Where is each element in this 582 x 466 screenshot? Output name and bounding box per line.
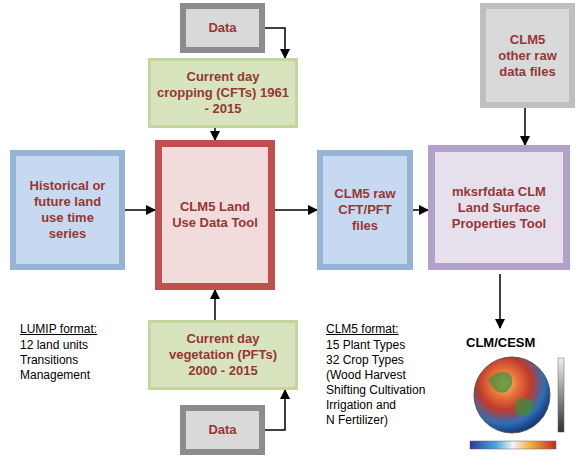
flow-arrow <box>265 390 285 430</box>
format-note: (Wood Harvest <box>326 368 406 382</box>
format-note: Irrigation and <box>326 398 396 412</box>
globe <box>474 357 550 433</box>
format-note: Shifting Cultivation <box>326 383 425 397</box>
box-text: Current day cropping (CFTs) 1961 - 2015 <box>157 69 289 117</box>
flow-arrow <box>265 28 285 58</box>
box-text: Data <box>208 422 236 438</box>
box-text: Data <box>208 20 236 36</box>
raw-data-box: CLM5 other raw data files <box>480 3 575 108</box>
flow-arrow <box>524 108 526 145</box>
box-text: mksrfdata CLM Land Surface Properties To… <box>441 184 557 232</box>
flow-arrow <box>275 209 317 211</box>
flow-arrow <box>413 209 428 211</box>
output-box: CLM5 raw CFT/PFT files <box>317 150 413 270</box>
format-note: LUMIP format: <box>20 322 97 336</box>
box-text: CLM5 Land Use Data Tool <box>168 199 262 231</box>
leader-arrow <box>499 274 501 328</box>
format-note: 15 Plant Types <box>326 338 405 352</box>
data-box: Data <box>180 405 265 455</box>
flow-arrow <box>214 290 216 320</box>
box-text: CLM5 other raw data files <box>492 32 563 80</box>
figure-title: CLM/CESM <box>466 336 535 350</box>
format-note: Management <box>20 368 90 382</box>
box-text: Current day vegetation (PFTs) 2000 - 201… <box>157 331 289 379</box>
input-box: Historical or future land use time serie… <box>10 150 125 270</box>
data-box: Data <box>180 3 265 53</box>
format-note: 12 land units <box>20 338 88 352</box>
box-text: Historical or future land use time serie… <box>22 178 113 242</box>
box-text: CLM5 raw CFT/PFT files <box>329 186 401 234</box>
tool-box: mksrfdata CLM Land Surface Properties To… <box>428 145 570 270</box>
format-note: N Fertilizer) <box>326 413 388 427</box>
format-note: Transitions <box>20 353 78 367</box>
tool-box: CLM5 Land Use Data Tool <box>155 140 275 290</box>
side-colorbar <box>558 358 564 432</box>
flow-arrow <box>125 209 155 211</box>
vegetation-box: Current day vegetation (PFTs) 2000 - 201… <box>148 320 298 390</box>
globe-land <box>488 372 534 416</box>
flow-arrow <box>214 128 216 140</box>
colorbar <box>470 441 556 449</box>
format-note: 32 Crop Types <box>326 353 404 367</box>
format-note: CLM5 format: <box>326 322 399 336</box>
cropping-box: Current day cropping (CFTs) 1961 - 2015 <box>148 58 298 128</box>
